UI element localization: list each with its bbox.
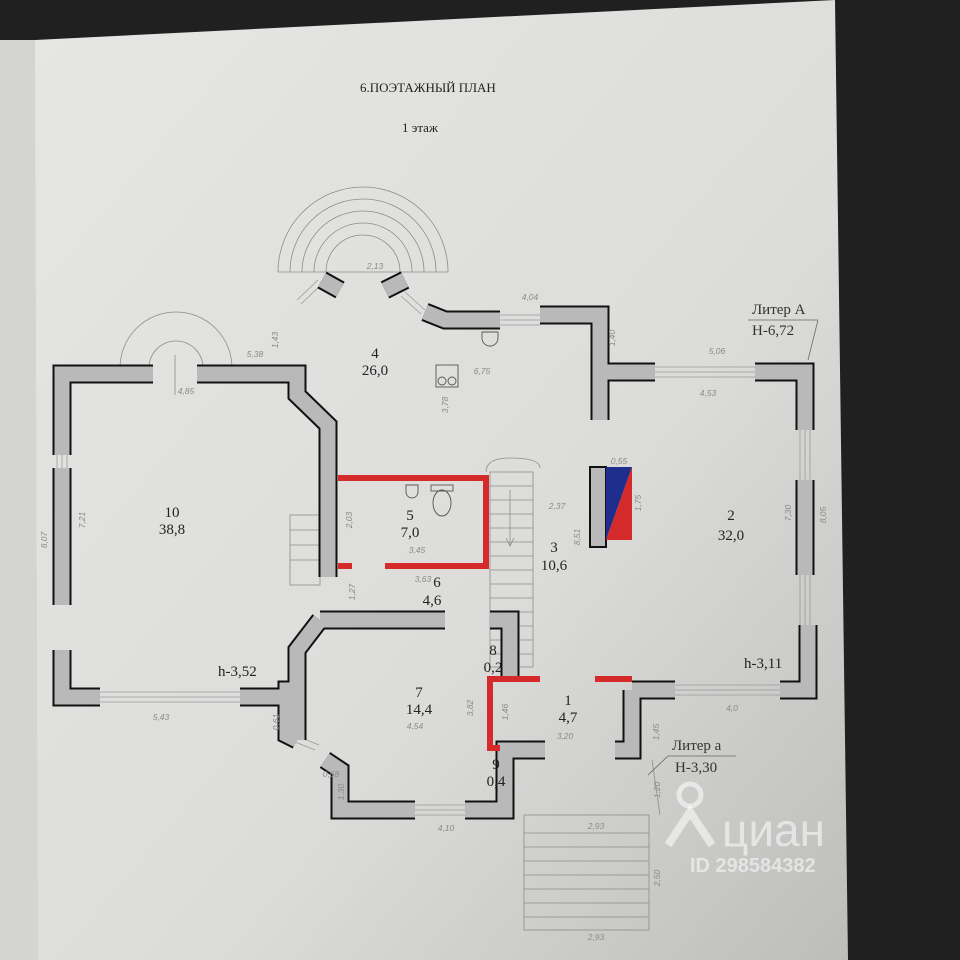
room-7-number: 7 <box>415 685 423 701</box>
room-2-area: 32,0 <box>718 528 744 544</box>
dim-label: 4,10 <box>438 823 455 833</box>
watermark-id: ID 298584382 <box>690 855 816 877</box>
dim-label: 2,93 <box>587 932 605 942</box>
room-5-number: 5 <box>406 508 414 524</box>
room-1-area: 4,7 <box>559 710 578 726</box>
dim-label: 3,45 <box>409 545 426 555</box>
cian-watermark: циан ID 298584382 <box>664 781 825 877</box>
dim-label: 3,78 <box>440 396 450 413</box>
dim-label: 1,20 <box>652 781 662 798</box>
dim-label: 0,55 <box>611 456 628 466</box>
dim-label: 5,06 <box>709 346 726 356</box>
dim-label: 1,75 <box>633 494 643 511</box>
watermark-brand: циан <box>722 804 825 856</box>
dim-label: 1,27 <box>347 583 357 600</box>
dimension-labels: 2,13 4,04 5,38 1,43 4,85 6,75 3,78 1,40 … <box>39 261 828 942</box>
dim-label: 3,63 <box>415 574 432 584</box>
height-label-right: h-3,11 <box>744 656 782 672</box>
dim-label: 1,43 <box>270 331 280 348</box>
room-6-area: 4,6 <box>423 593 442 609</box>
dim-label: 8,07 <box>39 531 49 548</box>
room-6-number: 6 <box>433 575 441 591</box>
room-1-number: 1 <box>564 693 572 709</box>
dim-label: 6,75 <box>474 366 491 376</box>
dim-label: 4,85 <box>178 386 195 396</box>
dim-label: 1,30 <box>336 783 346 800</box>
dim-label: 4,0 <box>726 703 738 713</box>
dim-label: 1,45 <box>651 723 661 740</box>
dim-label: 4,54 <box>407 721 424 731</box>
dim-label: 4,53 <box>700 388 717 398</box>
entrance-steps <box>523 759 661 931</box>
dim-label: 8,05 <box>818 506 828 523</box>
dim-label: 7,30 <box>783 504 793 521</box>
fixtures <box>405 331 499 517</box>
previous-page-edge <box>0 40 40 960</box>
highlighted-partitions <box>338 475 632 751</box>
porch-steps-top <box>277 186 449 273</box>
room-2-number: 2 <box>727 508 735 524</box>
chimney-red <box>606 467 632 540</box>
liter-a-lower-height: Н-3,30 <box>675 760 717 776</box>
toilet-tank-icon <box>430 484 454 492</box>
room-5-area: 7,0 <box>401 525 420 541</box>
chimney-wall <box>589 466 607 548</box>
room-8-number: 8 <box>489 643 497 659</box>
dim-label: 1,46 <box>500 703 510 720</box>
room-3-number: 3 <box>550 540 558 556</box>
dim-label: 0,68 <box>323 769 340 779</box>
dim-label: 7,21 <box>77 511 87 528</box>
dim-label: 4,04 <box>522 292 539 302</box>
dim-label: 5,43 <box>153 712 170 722</box>
dim-label: 5,38 <box>247 349 264 359</box>
room-labels: 2 32,0 3 10,6 4 26,0 5 7,0 6 4,6 7 14,4 … <box>159 346 744 790</box>
dim-label: 2,50 <box>652 869 662 887</box>
room-3-area: 10,6 <box>541 558 568 574</box>
toilet-icon <box>432 489 452 517</box>
dim-label: 3,82 <box>465 699 475 716</box>
floor-label: 1 этаж <box>402 120 439 135</box>
sink-icon <box>481 331 499 347</box>
room-4-number: 4 <box>371 346 379 362</box>
liter-a-upper-label: Литер А <box>752 302 806 318</box>
walls <box>52 271 818 820</box>
dim-label: 2,37 <box>548 501 566 511</box>
height-label-left: h-3,52 <box>218 664 257 680</box>
stove-icon <box>435 364 459 388</box>
room-4-area: 26,0 <box>362 363 388 379</box>
liter-a-upper-height: Н-6,72 <box>752 323 794 339</box>
porch-steps-left <box>119 311 233 395</box>
dim-label: 1,40 <box>607 329 617 346</box>
dim-label: 2,93 <box>587 821 605 831</box>
liter-a-lower-label: Литер а <box>672 738 722 754</box>
room-10-number: 10 <box>165 505 180 521</box>
dim-label: 3,20 <box>557 731 574 741</box>
dim-label: 0,61 <box>271 713 281 730</box>
plan-heading: 6.ПОЭТАЖНЫЙ ПЛАН <box>360 80 496 95</box>
room-8-area: 0,2 <box>484 660 503 676</box>
room-9-number: 9 <box>492 757 500 773</box>
dim-label: 8,51 <box>572 528 582 545</box>
room-9-area: 0,4 <box>487 774 506 790</box>
room-7-area: 14,4 <box>406 702 433 718</box>
room-10-area: 38,8 <box>159 522 185 538</box>
washbasin-icon <box>405 484 419 499</box>
dim-label: 2,13 <box>366 261 384 271</box>
dim-label: 2,03 <box>344 511 354 529</box>
